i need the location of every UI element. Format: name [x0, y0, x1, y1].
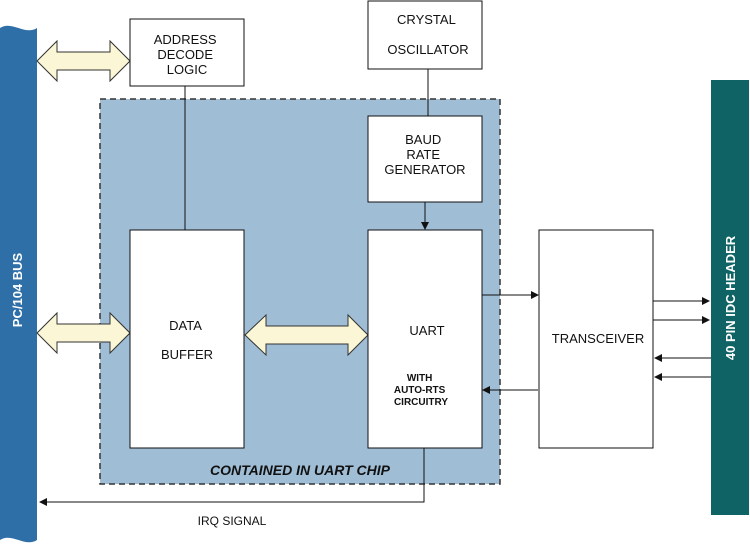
uart-box [367, 229, 483, 449]
crystal-oscillator-line-2: OSCILLATOR [387, 42, 468, 57]
baud-rate-line-1: BAUD [405, 132, 441, 147]
bus-to-address-decode-double-arrow [36, 39, 131, 83]
crystal-oscillator-text: CRYSTAL OSCILLATOR [387, 12, 468, 57]
crystal-oscillator-box [367, 0, 483, 70]
baud-rate-generator-text: BAUD RATE GENERATOR [384, 132, 465, 177]
address-decode-logic-box [129, 18, 245, 87]
baud-rate-line-2: RATE [406, 147, 440, 162]
uart-chip-caption: CONTAINED IN UART CHIP [210, 462, 391, 478]
address-decode-text: ADDRESS DECODE LOGIC [154, 32, 220, 77]
uart-title: UART [409, 323, 444, 338]
address-decode-line-1: ADDRESS [154, 32, 217, 47]
uart-sub-line-3: CIRCUITRY [394, 397, 448, 408]
crystal-oscillator-line-1: CRYSTAL [397, 12, 456, 27]
baud-rate-generator-box [367, 115, 483, 203]
data-buffer-line-1: DATA [169, 318, 202, 333]
uart-sub-line-2: AUTO-RTS [394, 385, 446, 396]
address-decode-line-3: LOGIC [167, 62, 207, 77]
idc-header-label: 40 PIN IDC HEADER [723, 235, 738, 360]
uart-sub-text: WITH AUTO-RTS CIRCUITRY [394, 373, 448, 408]
transceiver-label: TRANSCEIVER [552, 331, 644, 346]
data-buffer-text: DATA BUFFER [161, 318, 213, 362]
baud-rate-line-3: GENERATOR [384, 162, 465, 177]
irq-signal-label: IRQ SIGNAL [198, 514, 267, 528]
irq-signal-line [39, 448, 425, 506]
idc-header-bar [711, 80, 749, 515]
data-buffer-box [129, 229, 245, 449]
transceiver-box [538, 229, 654, 449]
data-buffer-line-2: BUFFER [161, 347, 213, 362]
pc104-bus-bar [0, 25, 37, 543]
pc104-bus-label: PC/104 BUS [10, 252, 25, 327]
address-decode-line-2: DECODE [157, 47, 213, 62]
bus-to-data-buffer-double-arrow [36, 311, 131, 355]
uart-sub-line-1: WITH [407, 373, 433, 384]
